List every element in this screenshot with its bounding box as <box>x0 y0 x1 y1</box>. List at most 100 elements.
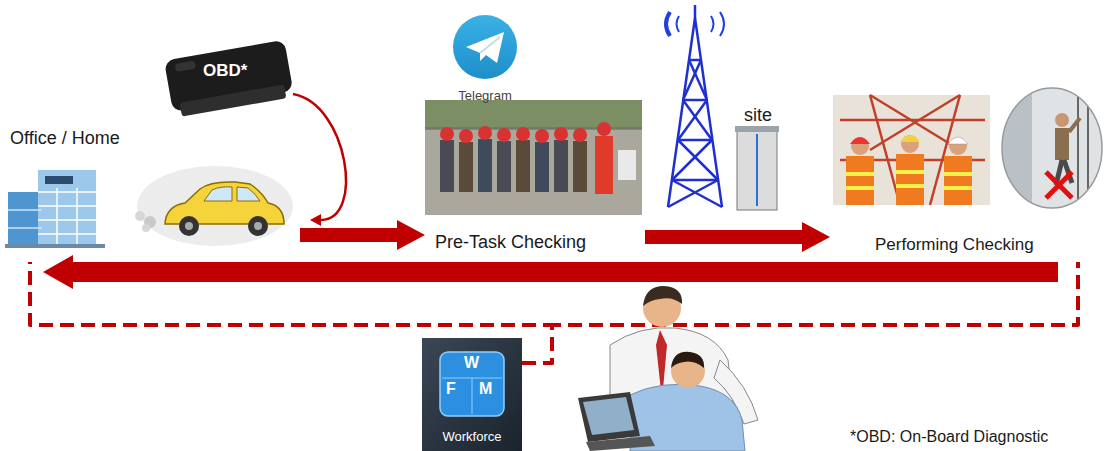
telegram-icon <box>453 15 517 79</box>
briefing-photo-part <box>425 100 642 215</box>
flow-arrow <box>43 255 1058 289</box>
supervisor-figures-part <box>643 286 682 306</box>
unsafe-climb-photo <box>1000 86 1104 210</box>
icon-letter: F <box>446 380 456 398</box>
office-building-part <box>38 191 96 193</box>
office-building-part <box>45 176 73 184</box>
device-node: OBD* <box>163 42 293 112</box>
obd-device-part <box>175 61 196 72</box>
briefing-photo-part <box>573 141 587 192</box>
obd-device-part <box>180 84 287 116</box>
car-icon-part <box>204 187 232 201</box>
car-icon-part <box>185 222 193 230</box>
telegram-icon-part <box>466 32 504 63</box>
car-icon-part <box>142 224 150 232</box>
site-photo-part <box>944 186 972 190</box>
supervisor-figures-part <box>583 397 634 435</box>
car-icon <box>135 166 293 246</box>
unsafe-climb-photo-part-part <box>1055 113 1069 127</box>
car-icon-part <box>237 187 260 201</box>
briefing-photo <box>425 100 642 215</box>
step-node: TelegramPre-Task Checking <box>425 10 645 260</box>
app-name: Telegram <box>458 89 511 104</box>
briefing-photo-part <box>440 127 454 141</box>
workforce-app-icon-part <box>472 378 473 414</box>
car-icon-part <box>179 216 199 236</box>
device-label: OBD* <box>203 61 247 81</box>
site-photo-part <box>944 172 972 176</box>
radio-tower-part <box>668 180 718 207</box>
briefing-photo-part <box>554 140 568 192</box>
app-name: Workforce <box>443 430 502 445</box>
radio-tower <box>666 5 724 207</box>
briefing-photo-part <box>573 128 587 142</box>
arrow-head <box>43 255 73 289</box>
site-photo-part-part <box>840 119 985 122</box>
radio-tower-part <box>672 179 718 182</box>
site-photo-part-part <box>870 95 960 150</box>
connector-line <box>645 230 803 244</box>
site-photo-part <box>900 135 920 142</box>
workforce-app-icon <box>422 338 522 451</box>
unsafe-climb-photo-part <box>1046 172 1072 198</box>
connector-line <box>293 94 346 220</box>
office-building-part <box>38 170 96 246</box>
office-building-part <box>8 192 42 246</box>
connector-line <box>300 228 398 242</box>
site-node: site <box>733 102 783 212</box>
step-node: Performing Checking <box>830 85 1105 262</box>
briefing-photo-part <box>497 128 511 142</box>
radio-tower-part <box>672 140 712 180</box>
briefing-photo-part <box>535 142 549 192</box>
briefing-photo-part <box>516 140 530 192</box>
arrow-head <box>310 214 321 226</box>
briefing-photo-part <box>459 129 473 143</box>
site-cabinet <box>735 126 779 210</box>
briefing-photo-part <box>440 140 454 192</box>
briefing-photo-part <box>497 141 511 192</box>
footnote-label: *OBD: On-Board Diagnostic <box>850 428 1048 446</box>
monitoring-line <box>522 262 1078 363</box>
unsafe-climb-photo-part-part <box>1077 86 1079 210</box>
supervisor-figures-part <box>578 392 640 442</box>
unsafe-climb-photo-part-part <box>1055 128 1069 160</box>
workforce-app-icon-part <box>440 352 504 416</box>
unsafe-climb-photo-part <box>1000 86 1104 210</box>
office-building-part <box>38 233 96 235</box>
briefing-photo-part <box>554 127 568 141</box>
car-icon-part <box>135 211 145 221</box>
car-icon-part <box>137 166 293 246</box>
arrow-head <box>802 222 830 252</box>
office-building-part <box>5 244 105 248</box>
telegram-icon-part <box>453 15 517 79</box>
radio-tower-part <box>678 139 712 142</box>
site-photo <box>833 95 990 205</box>
unsafe-climb-photo-part <box>1002 88 1102 208</box>
step-label: Pre-Task Checking <box>435 232 586 253</box>
connector-line <box>72 262 1058 282</box>
radio-tower-part <box>683 60 701 100</box>
site-photo-part <box>851 137 869 155</box>
place-label: Office / Home <box>10 128 120 149</box>
radio-tower-part <box>666 12 670 36</box>
site-label: site <box>744 105 772 126</box>
workforce-app-icon-part <box>422 338 522 451</box>
site-photo-part <box>896 170 924 174</box>
site-cabinet-part <box>735 126 779 132</box>
radio-tower-part <box>694 5 697 18</box>
office-building <box>5 170 105 248</box>
office-building-part <box>8 227 42 229</box>
site-photo-part <box>949 137 967 155</box>
site-photo-part <box>901 135 919 153</box>
radio-tower-part <box>677 16 680 32</box>
flow-arrow <box>300 220 425 250</box>
site-cabinet-part <box>737 130 777 210</box>
office-building-part <box>38 205 96 207</box>
briefing-photo-part <box>478 139 492 192</box>
office-building-part <box>76 188 78 246</box>
briefing-photo-part <box>535 129 549 143</box>
